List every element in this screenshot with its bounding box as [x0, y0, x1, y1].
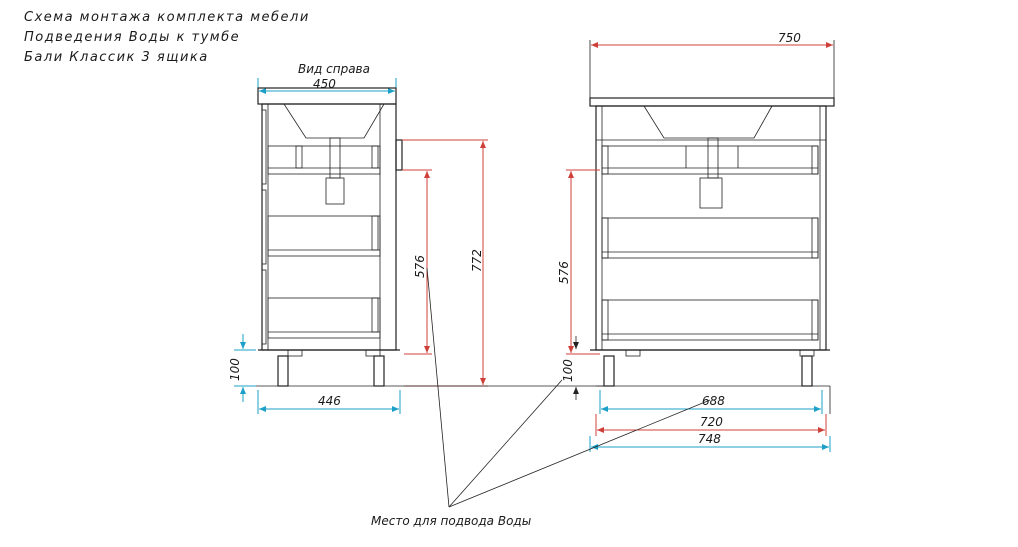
- side-water-inlet: [395, 139, 403, 171]
- side-drawer-3: [267, 297, 381, 339]
- side-drawer-2: [267, 215, 381, 257]
- side-inlet-height-value: 576: [413, 255, 427, 278]
- front-cabinet-body: [595, 105, 827, 351]
- front-countertop: [589, 97, 835, 107]
- water-supply-leaders: [426, 267, 711, 508]
- water-supply-label: Место для подвода Воды: [371, 514, 531, 528]
- side-total-height-value: 772: [470, 249, 484, 272]
- front-view: 750: [557, 31, 835, 452]
- side-drawer-1: [267, 145, 381, 175]
- side-top-width-value: 450: [313, 77, 336, 91]
- front-leg-right: [801, 355, 813, 387]
- title-line-2: Подведения Воды к тумбе: [24, 30, 240, 45]
- front-leg-height-value: 100: [561, 359, 575, 382]
- front-width-inner-value: 688: [702, 394, 725, 408]
- front-top-width-value: 750: [778, 31, 801, 45]
- front-leg-left: [603, 355, 615, 387]
- side-view-label: Вид справа: [298, 62, 370, 76]
- side-bottom-width-value: 446: [318, 394, 341, 408]
- side-cabinet-body: [261, 103, 397, 351]
- front-inlet-height-value: 576: [557, 261, 571, 284]
- title-line-1: Схема монтажа комплекта мебели: [24, 10, 310, 25]
- side-leg-right: [373, 355, 385, 387]
- side-leg-left: [277, 355, 289, 387]
- front-width-mid-value: 720: [700, 415, 723, 429]
- side-view: Вид справа 450: [228, 62, 488, 414]
- side-leg-height-value: 100: [228, 358, 242, 381]
- front-drawer-1: [601, 145, 819, 175]
- front-width-outer-value: 748: [698, 432, 721, 446]
- title-line-3: Бали Классик 3 ящика: [24, 50, 209, 65]
